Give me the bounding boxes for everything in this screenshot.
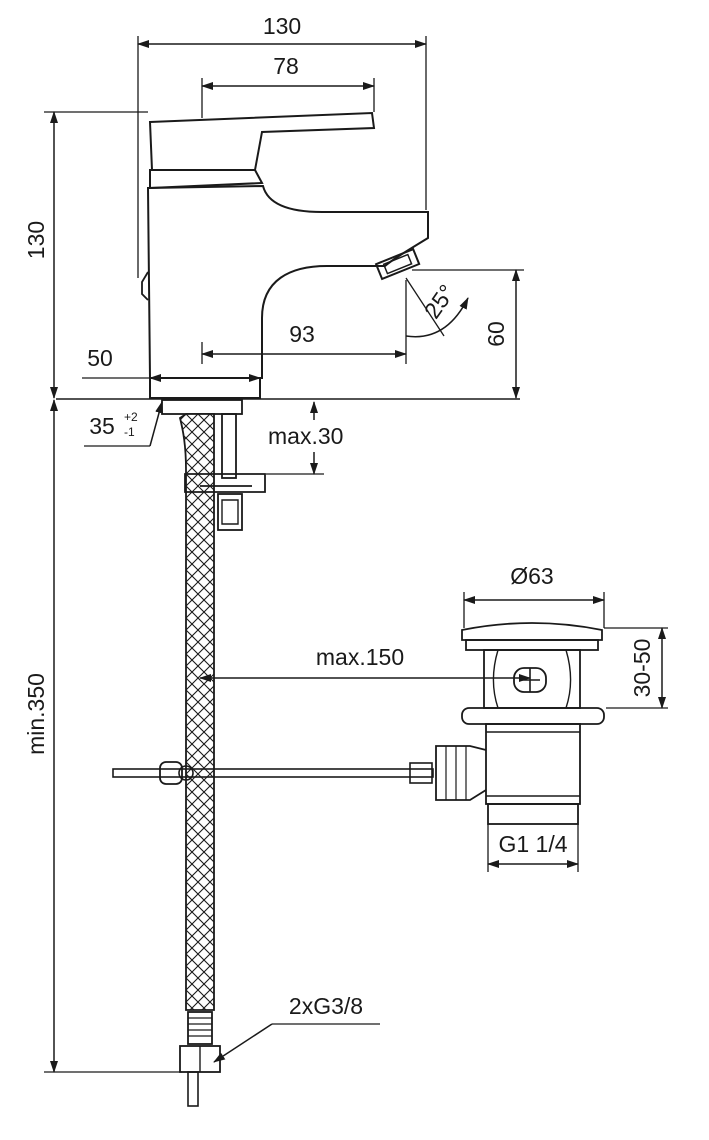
hose-end-fitting <box>179 1011 221 1107</box>
dim-hose-length: min.350 <box>23 673 49 755</box>
dim-rod-distance: max.150 <box>316 644 404 670</box>
dim-spout-reach: 93 <box>289 321 315 347</box>
dim-hole-diameter: 35 <box>89 413 115 439</box>
dimension-lines <box>44 36 668 1073</box>
dim-hole-tolerance-minus: -1 <box>124 425 135 439</box>
popup-knob <box>141 271 149 301</box>
dim-waste-thread: G1 1/4 <box>498 831 567 857</box>
lever-handle <box>148 111 376 171</box>
dim-waste-height: 30-50 <box>629 639 655 698</box>
dim-waste-diameter: Ø63 <box>510 563 553 589</box>
dim-overall-width: 130 <box>263 13 301 39</box>
waste-valve <box>435 622 605 825</box>
shank-collar <box>161 399 243 415</box>
aerator <box>374 247 421 281</box>
dim-lever-length: 78 <box>273 53 299 79</box>
flexible-hose <box>178 413 215 1011</box>
dim-base-diameter: 50 <box>87 345 113 371</box>
waste-body <box>483 649 581 709</box>
dim-hose-connection: 2xG3/8 <box>289 993 363 1019</box>
under-deck-fittings <box>112 399 434 1107</box>
fixing-plate <box>184 473 266 493</box>
mixer-tap <box>56 111 520 400</box>
tap-body <box>146 184 429 379</box>
dim-hole-tolerance-plus: +2 <box>124 410 138 424</box>
dim-deck-thickness: max.30 <box>268 423 343 449</box>
dim-spout-height: 60 <box>483 321 509 347</box>
popup-rod <box>112 761 434 785</box>
tap-base <box>149 378 261 399</box>
fixing-nut <box>217 493 243 531</box>
waste-cap <box>461 622 603 641</box>
dim-spout-angle: 25° <box>419 280 460 323</box>
lever-collar <box>149 169 264 190</box>
dimension-labels: 130 78 130 50 93 25° 60 35 +2 -1 max.30 … <box>23 13 655 1019</box>
waste-tube <box>485 723 581 805</box>
dim-overall-height: 130 <box>23 221 49 259</box>
threaded-stud <box>221 413 237 479</box>
